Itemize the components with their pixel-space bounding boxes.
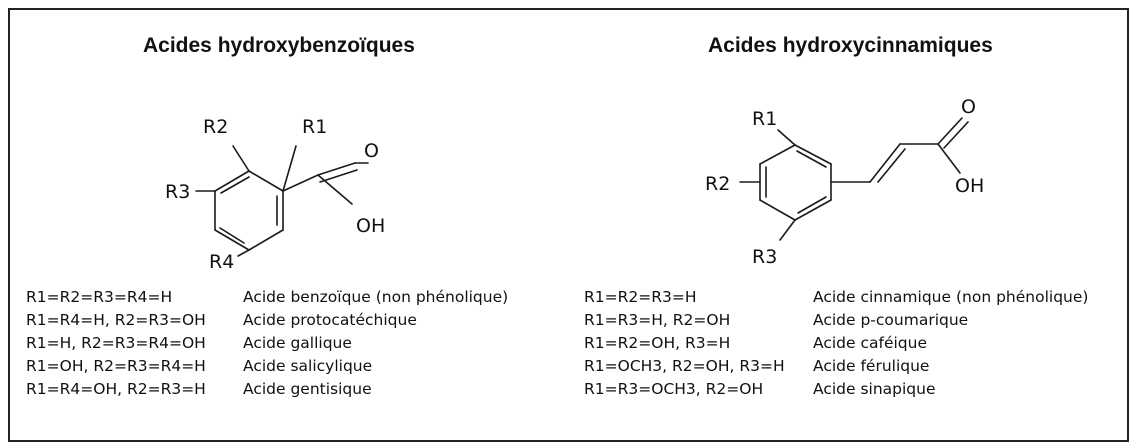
table-row: R1=H, R2=R3=R4=OH Acide gallique xyxy=(26,332,566,355)
hydroxyl-bond xyxy=(317,174,353,205)
table-row: R1=R2=OH, R3=H Acide caféique xyxy=(584,332,1129,355)
carboxyl-bond xyxy=(282,174,319,192)
r1-bond-right xyxy=(777,129,796,146)
r3-bond-right xyxy=(779,219,796,241)
r2-bond xyxy=(232,145,250,172)
side-chain-double-bond xyxy=(869,143,901,183)
r3-label: R3 xyxy=(165,181,190,203)
acid-name: Acide sinapique xyxy=(813,380,936,398)
acid-name: Acide p-coumarique xyxy=(813,311,969,329)
benzene-ring xyxy=(214,170,284,251)
substituents: R1=R2=OH, R3=H xyxy=(584,334,731,352)
table-row: R1=R4=H, R2=R3=OH Acide protocatéchique xyxy=(26,309,566,332)
table-row: R1=R2=R3=R4=H Acide benzoïque (non phéno… xyxy=(26,286,566,309)
substituents: R1=R3=OCH3, R2=OH xyxy=(584,380,764,398)
acid-name: Acide caféique xyxy=(813,334,927,352)
substituents: R1=OH, R2=R3=R4=H xyxy=(26,357,206,375)
substituents: R1=R3=H, R2=OH xyxy=(584,311,731,329)
r1-bond xyxy=(282,145,297,192)
r3-label-right: R3 xyxy=(752,246,777,268)
r4-label: R4 xyxy=(209,251,234,273)
hydroxyl-bond-right xyxy=(937,143,961,174)
substituents: R1=H, R2=R3=R4=OH xyxy=(26,334,206,352)
substituents: R1=OCH3, R2=OH, R3=H xyxy=(584,357,785,375)
table-row: R1=OCH3, R2=OH, R3=H Acide férulique xyxy=(584,355,1129,378)
r4-bond xyxy=(237,249,250,257)
carbonyl-bond xyxy=(317,162,356,176)
carbonyl-bond-2 xyxy=(319,169,358,183)
substituents: R1=R4=H, R2=R3=OH xyxy=(26,311,206,329)
table-row: R1=OH, R2=R3=R4=H Acide salicylique xyxy=(26,355,566,378)
substituents: R1=R2=R3=R4=H xyxy=(26,288,173,306)
table-row: R1=R3=H, R2=OH Acide p-coumarique xyxy=(584,309,1129,332)
substituents: R1=R4=OH, R2=R3=H xyxy=(26,380,206,398)
r2-label: R2 xyxy=(203,116,228,138)
carbonyl-bond-right xyxy=(937,117,963,145)
acid-name: Acide salicylique xyxy=(243,357,373,375)
table-row: R1=R2=R3=H Acide cinnamique (non phénoli… xyxy=(584,286,1129,309)
acid-name: Acide benzoïque (non phénolique) xyxy=(243,288,509,306)
hydroxycinnamic-title: Acides hydroxycinnamiques xyxy=(708,34,993,57)
hydroxycinnamic-structure: R1 R2 R3 O OH xyxy=(705,96,984,268)
carbonyl-bond-right-2 xyxy=(943,121,969,149)
hydroxyl-label-right: OH xyxy=(955,175,984,197)
acid-name: Acide gallique xyxy=(243,334,352,352)
carbonyl-o-label-right: O xyxy=(961,96,976,118)
r1-label-right: R1 xyxy=(752,108,777,130)
table-row: R1=R4=OH, R2=R3=H Acide gentisique xyxy=(26,378,566,401)
hydroxybenzoic-title: Acides hydroxybenzoïques xyxy=(143,34,415,57)
table-row: R1=R3=OCH3, R2=OH Acide sinapique xyxy=(584,378,1129,401)
hydroxybenzoic-table: R1=R2=R3=R4=H Acide benzoïque (non phéno… xyxy=(26,286,566,401)
r2-label-right: R2 xyxy=(705,173,730,195)
acid-name: Acide gentisique xyxy=(243,380,372,398)
figure-frame xyxy=(8,8,1129,442)
hydroxyl-label: OH xyxy=(356,215,385,237)
substituents: R1=R2=R3=H xyxy=(584,288,697,306)
hydroxycinnamic-table: R1=R2=R3=H Acide cinnamique (non phénoli… xyxy=(584,286,1129,401)
acid-name: Acide férulique xyxy=(813,357,930,375)
side-chain-double-bond-2 xyxy=(877,148,906,183)
benzene-ring-right xyxy=(759,144,832,221)
acid-name: Acide cinnamique (non phénolique) xyxy=(813,288,1089,306)
carbonyl-o-label: O xyxy=(364,140,379,162)
hydroxybenzoic-structure: R1 R2 R3 R4 O OH xyxy=(165,116,385,273)
r1-label: R1 xyxy=(302,116,327,138)
acid-name: Acide protocatéchique xyxy=(243,311,417,329)
